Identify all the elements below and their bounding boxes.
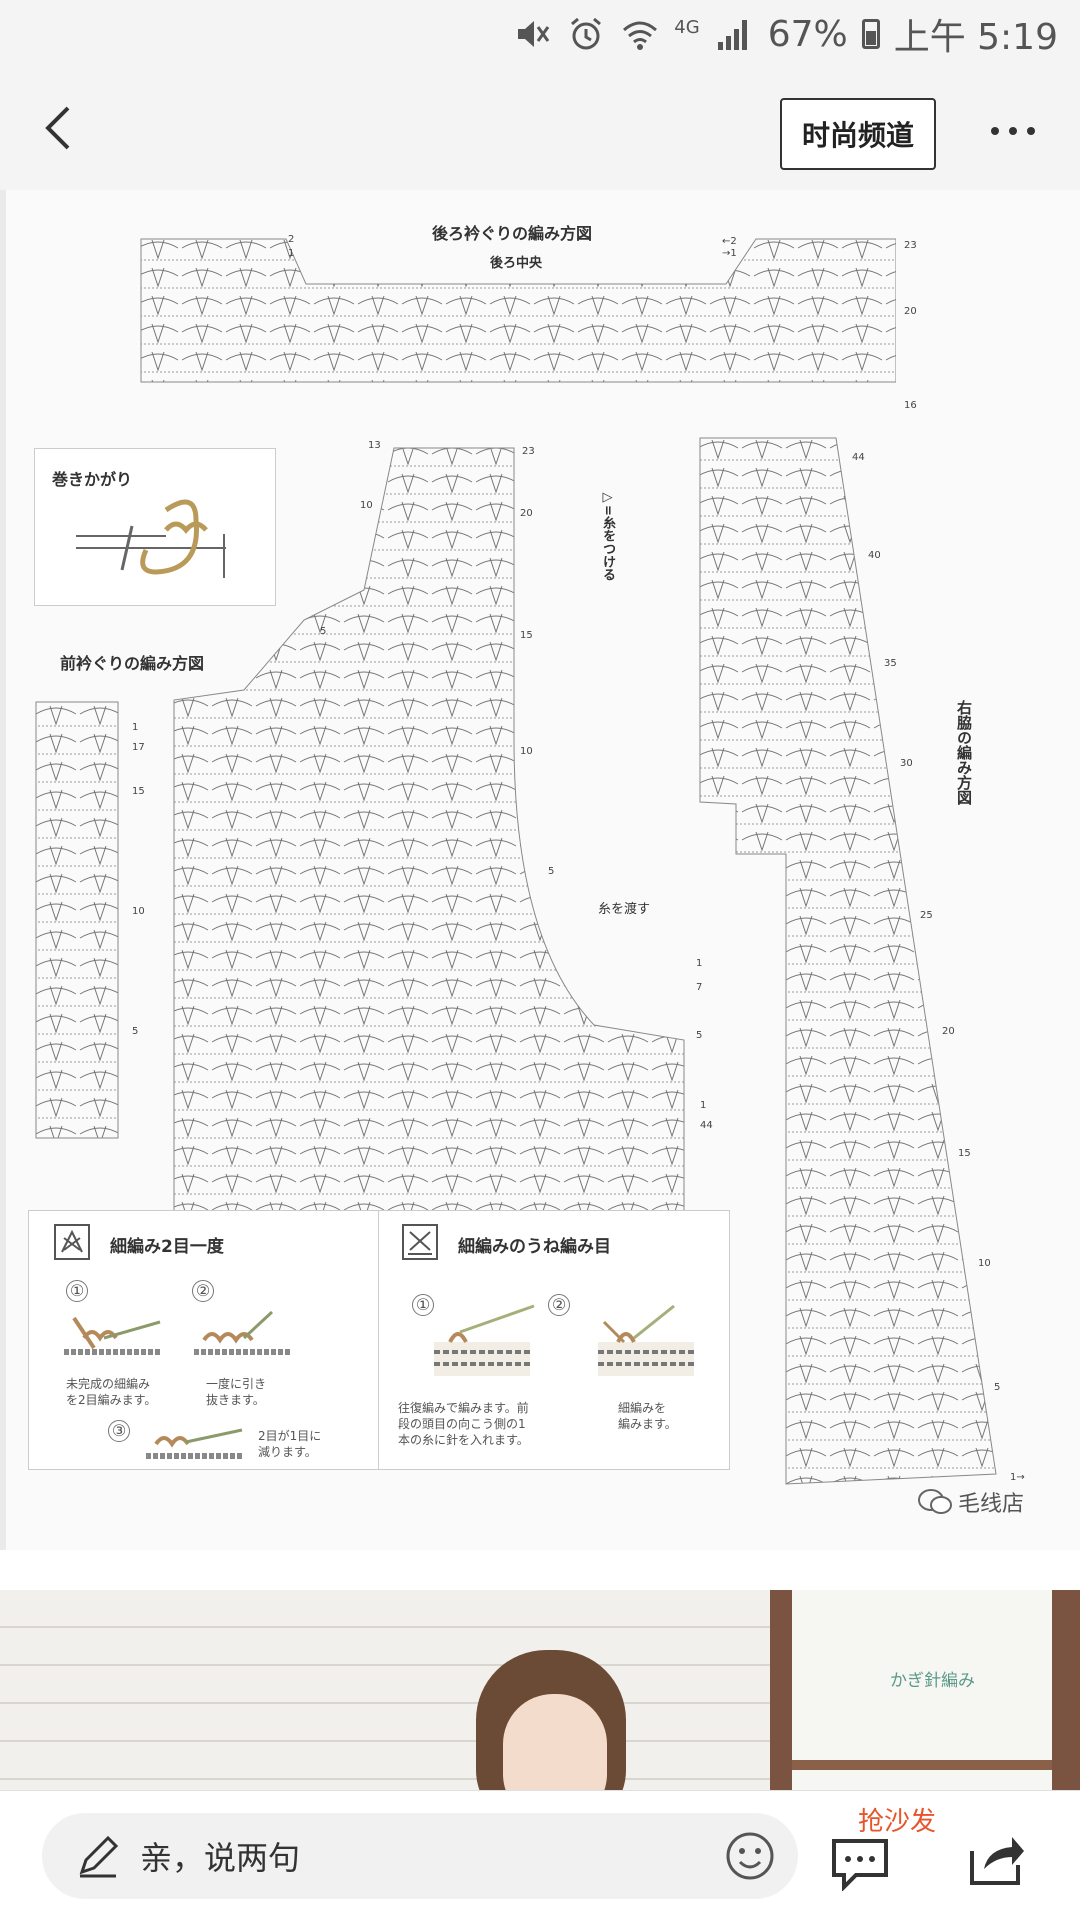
row-mark: →1 <box>722 248 737 259</box>
model-photo: かぎ針編み <box>0 1590 1080 1790</box>
row-mark: 20 <box>942 1026 955 1037</box>
row-mark: 13 <box>368 440 381 451</box>
row-mark: 5 <box>548 866 555 877</box>
battery-icon <box>861 19 880 49</box>
step-1-mark: ① <box>412 1294 434 1316</box>
row-mark: 23 <box>904 240 917 251</box>
battery-percent: 67% <box>767 13 848 55</box>
back-neckline-title: 後ろ衿ぐりの編み方図 <box>432 224 593 243</box>
back-loop-step1-illustration <box>434 1304 535 1376</box>
step-2-mark: ② <box>548 1294 570 1316</box>
back-neckline-chart <box>136 234 896 384</box>
back-center-label: 後ろ中央 <box>490 256 543 271</box>
decrease-legend-title: 細編み2目一度 <box>110 1237 224 1257</box>
row-mark: 44 <box>852 452 865 463</box>
row-mark: 15 <box>958 1148 971 1159</box>
row-mark: 5 <box>132 1026 139 1037</box>
row-mark: ←2 <box>722 236 737 247</box>
row-mark: 1 <box>288 248 295 259</box>
row-mark: 44 <box>700 1120 713 1131</box>
row-mark: 5 <box>320 626 327 637</box>
step-1-mark: ① <box>66 1280 88 1302</box>
front-left-strip <box>34 700 120 1140</box>
emoji-icon[interactable] <box>722 1828 778 1884</box>
whip-stitch-title: 巻きかがり <box>52 470 133 489</box>
row-mark: 30 <box>900 758 913 769</box>
row-mark: 10 <box>978 1258 991 1269</box>
decrease-step2-illustration <box>194 1310 292 1355</box>
nav-bar: 时尚频道 <box>0 68 1080 191</box>
channel-button[interactable]: 时尚频道 <box>780 98 936 170</box>
wechat-icon <box>918 1489 952 1514</box>
wooden-shelf: かぎ針編み <box>770 1590 1080 1790</box>
share-icon[interactable] <box>966 1829 1026 1889</box>
right-side-title: 右脇の編み方図 <box>955 700 973 805</box>
row-mark: 10 <box>520 746 533 757</box>
row-mark: 20 <box>520 508 533 519</box>
article-content: 後ろ衿ぐりの編み方図 後ろ中央 2 1 ←2 →1 23 20 16 巻きかがり… <box>0 190 1080 1790</box>
signal-icon <box>717 20 747 50</box>
row-mark: 20 <box>904 306 917 317</box>
row-mark: 1 <box>700 1100 707 1111</box>
shelf-text: かぎ針編み <box>890 1671 975 1691</box>
watermark: 毛线店 <box>918 1486 1024 1518</box>
row-mark: 25 <box>920 910 933 921</box>
decrease-symbol-icon <box>54 1224 90 1260</box>
step-2-mark: ② <box>192 1280 214 1302</box>
crochet-pattern-image: 後ろ衿ぐりの編み方図 後ろ中央 2 1 ←2 →1 23 20 16 巻きかがり… <box>0 190 1080 1550</box>
network-type: 4G <box>674 16 700 38</box>
mute-icon <box>518 21 550 47</box>
row-mark: 1 <box>132 722 139 733</box>
back-loop-step2-illustration <box>598 1304 694 1376</box>
decrease-step1-illustration <box>64 1316 162 1355</box>
decrease-step3-note: 2目が1目に 減ります。 <box>258 1429 322 1459</box>
attach-yarn-note: ▷=糸をつける <box>600 490 615 581</box>
bottom-bar: 亲，说两句 抢沙发 <box>0 1790 1080 1921</box>
more-dots-icon[interactable] <box>978 106 1048 156</box>
carry-yarn-note: 糸を渡す <box>598 902 651 917</box>
back-loop-step1-note: 往復編みで編みます。前 段の頭目の向こう側の1 本の糸に針を入れます。 <box>398 1401 529 1447</box>
comment-placeholder: 亲，说两句 <box>140 1839 301 1877</box>
row-mark: 10 <box>360 500 373 511</box>
model-face <box>503 1694 607 1790</box>
front-neckline-title: 前衿ぐりの編み方図 <box>60 654 205 673</box>
decrease-step2-note: 一度に引き 抜きます。 <box>206 1377 267 1407</box>
row-mark: 7 <box>696 982 703 993</box>
row-mark: 10 <box>132 906 145 917</box>
step-3-mark: ③ <box>108 1420 130 1442</box>
row-mark: 35 <box>884 658 897 669</box>
alarm-icon <box>571 17 602 50</box>
row-mark: 1 <box>696 958 703 969</box>
row-mark: 40 <box>868 550 881 561</box>
row-mark: 16 <box>904 400 917 411</box>
whip-stitch-diagram <box>76 499 226 578</box>
row-mark: 17 <box>132 742 145 753</box>
row-mark: 1→ <box>1010 1472 1025 1483</box>
row-mark: 15 <box>132 786 145 797</box>
watermark-text: 毛线店 <box>958 1492 1025 1517</box>
back-loop-step2-note: 細編みを 編みます。 <box>618 1401 677 1431</box>
decrease-step1-note: 未完成の細編み を2目編みます。 <box>66 1377 157 1407</box>
first-comment-label[interactable]: 抢沙发 <box>858 1807 937 1837</box>
status-bar: 4G 67% 上午 5:19 <box>0 0 1080 68</box>
right-side-chart <box>696 434 1016 1490</box>
decrease-step3-illustration <box>146 1428 244 1459</box>
clock: 上午 5:19 <box>893 17 1058 58</box>
row-mark: 5 <box>994 1382 1001 1393</box>
row-mark: 2 <box>288 234 295 245</box>
row-mark: 23 <box>522 446 535 457</box>
back-loop-legend-title: 細編みのうね編み目 <box>458 1237 611 1257</box>
pen-icon <box>79 1835 119 1878</box>
comment-icon[interactable] <box>830 1835 890 1891</box>
back-arrow-icon[interactable] <box>30 98 90 158</box>
back-loop-symbol-icon <box>402 1224 438 1260</box>
row-mark: 15 <box>520 630 533 641</box>
wifi-icon <box>623 21 658 50</box>
row-mark: 5 <box>696 1030 703 1041</box>
comment-input[interactable]: 亲，说两句 <box>42 1813 798 1899</box>
whip-stitch-box <box>34 448 276 606</box>
